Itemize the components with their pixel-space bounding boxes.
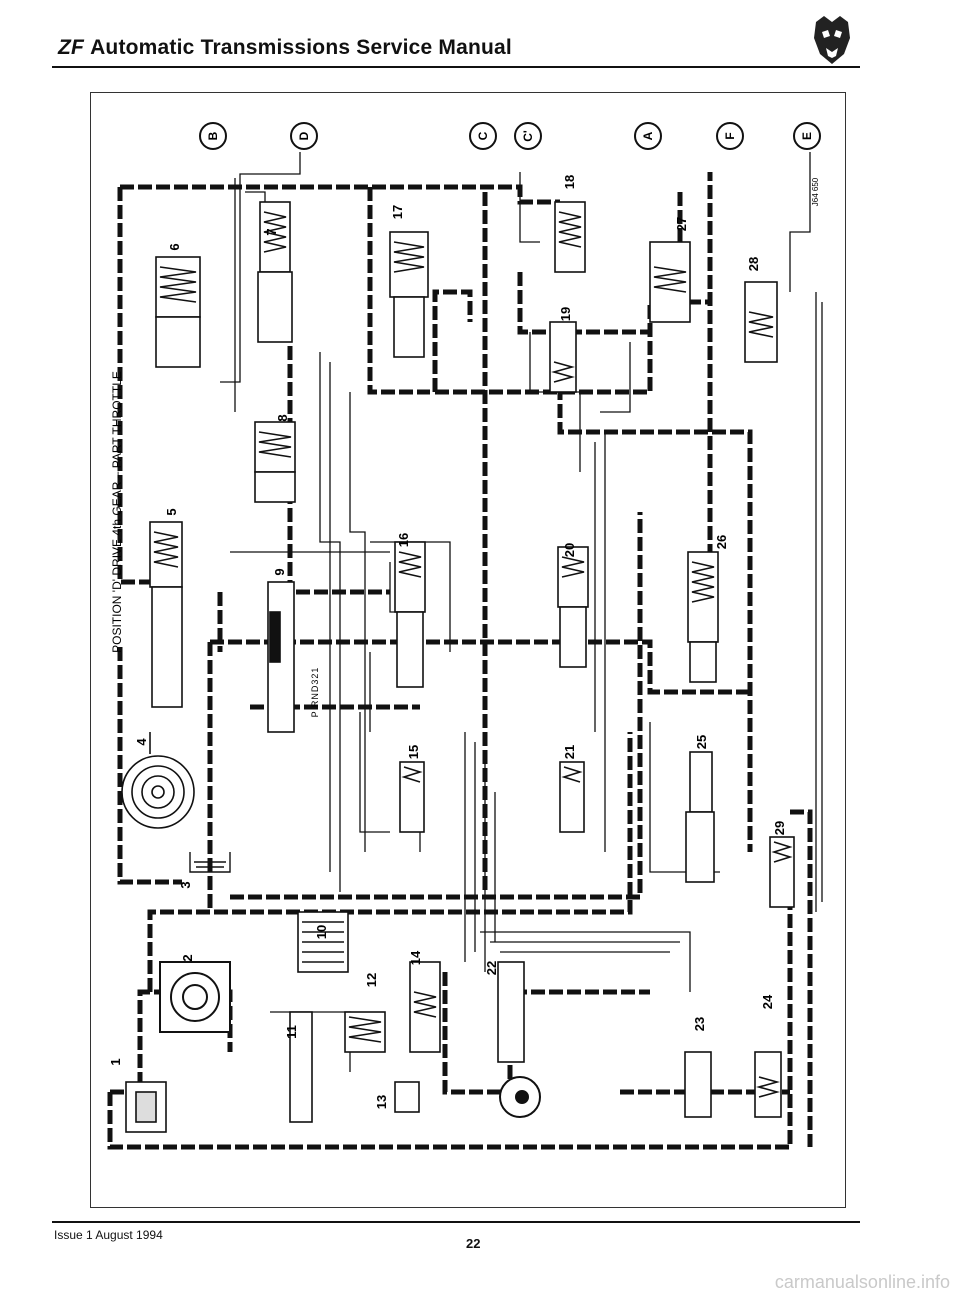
selector-positions: P RND321 — [310, 667, 320, 718]
connector-a: A — [634, 122, 662, 150]
valve-21 — [559, 761, 585, 833]
title-text: Automatic Transmissions Service Manual — [90, 36, 512, 59]
label-12: 12 — [364, 973, 379, 987]
label-13: 13 — [374, 1095, 389, 1109]
label-15: 15 — [406, 745, 421, 759]
valve-9 — [267, 581, 295, 733]
label-16: 16 — [396, 533, 411, 547]
valve-18 — [554, 201, 586, 273]
label-23: 23 — [692, 1017, 707, 1031]
valve-27 — [649, 241, 691, 323]
valve-20 — [557, 546, 589, 668]
valve-7 — [257, 201, 293, 343]
valve-10 — [297, 911, 349, 973]
connector-d: D — [290, 122, 318, 150]
connector-c-prime: C' — [514, 122, 542, 150]
valve-17 — [389, 231, 429, 358]
label-3: 3 — [178, 881, 193, 888]
svg-text:F: F — [723, 132, 737, 139]
label-2: 2 — [180, 954, 195, 961]
svg-text:C': C' — [521, 130, 535, 142]
valve-15 — [399, 761, 425, 833]
brand-mark: ZF — [58, 36, 85, 59]
svg-text:D: D — [297, 131, 311, 140]
valve-14 — [409, 961, 441, 1053]
valve-bodies — [125, 201, 795, 1133]
valve-1 — [125, 1081, 167, 1133]
label-10: 10 — [314, 925, 329, 939]
label-20: 20 — [562, 543, 577, 557]
label-1: 1 — [108, 1058, 123, 1065]
label-8: 8 — [275, 414, 290, 421]
diagram-frame — [90, 92, 846, 1208]
valve-8 — [254, 421, 296, 503]
connector-c: C — [469, 122, 497, 150]
issue-date: Issue 1 August 1994 — [54, 1228, 163, 1242]
label-11: 11 — [284, 1025, 299, 1039]
jaguar-head-logo — [814, 16, 850, 64]
reservoir-3 — [189, 852, 231, 873]
valve-24 — [754, 1051, 782, 1118]
pressure-lines — [107, 172, 813, 1150]
header-rule — [52, 66, 860, 68]
valve-6 — [155, 256, 201, 368]
label-29: 29 — [772, 821, 787, 835]
reference-code: J64 650 — [811, 177, 820, 206]
connector-group: B D C C' A F E — [199, 122, 821, 150]
label-18: 18 — [562, 175, 577, 189]
valve-5 — [149, 521, 183, 708]
footer-rule — [52, 1221, 860, 1223]
label-5: 5 — [164, 508, 179, 515]
page-number: 22 — [466, 1236, 481, 1251]
valve-11 — [289, 1011, 313, 1123]
watermark: carmanualsonline.info — [774, 1272, 950, 1292]
label-28: 28 — [746, 257, 761, 271]
label-14: 14 — [408, 950, 423, 965]
valve-19 — [549, 321, 577, 393]
valve-26 — [687, 551, 719, 683]
valve-28 — [744, 281, 778, 363]
label-9: 9 — [272, 568, 287, 575]
connector-b: B — [199, 122, 227, 150]
valve-29 — [769, 836, 795, 908]
connector-e: E — [793, 122, 821, 150]
svg-text:A: A — [641, 131, 655, 140]
label-27: 27 — [674, 217, 689, 231]
valve-23 — [684, 1051, 712, 1118]
pump-2 — [159, 961, 231, 1033]
label-24: 24 — [760, 994, 775, 1009]
label-6: 6 — [167, 243, 182, 250]
valve-16 — [394, 541, 426, 688]
label-21: 21 — [562, 745, 577, 759]
svg-text:E: E — [800, 132, 814, 140]
valve-22 — [497, 961, 525, 1063]
hydraulic-circuit-diagram: POSITION 'D' DRIVE 4th GEAR – PART THROT… — [107, 122, 823, 1150]
connector-f: F — [716, 122, 744, 150]
valve-25 — [685, 751, 715, 883]
label-7: 7 — [264, 228, 279, 235]
component-labels: 1 2 3 4 5 6 7 8 9 10 11 12 13 14 15 16 1… — [108, 175, 787, 1109]
label-4: 4 — [134, 738, 149, 746]
svg-text:B: B — [206, 131, 220, 140]
label-17: 17 — [390, 205, 405, 219]
valve-12 — [344, 1011, 386, 1053]
accumulator-4 — [121, 732, 195, 829]
label-26: 26 — [714, 535, 729, 549]
svg-text:C: C — [476, 131, 490, 140]
valve-13 — [394, 1081, 420, 1113]
label-19: 19 — [558, 307, 573, 321]
label-22: 22 — [484, 961, 499, 975]
cam-wheel — [499, 1076, 541, 1118]
diagram-caption: POSITION 'D' DRIVE 4th GEAR – PART THROT… — [110, 371, 124, 653]
label-25: 25 — [694, 735, 709, 749]
